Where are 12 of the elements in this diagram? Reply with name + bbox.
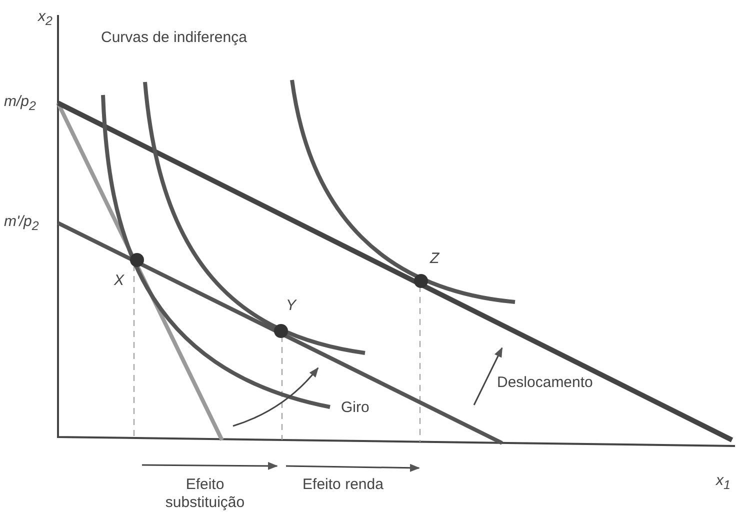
annotation-text: Curvas de indiferença bbox=[101, 29, 247, 47]
point-label: Z bbox=[430, 250, 440, 268]
annotation-text: Giro bbox=[341, 399, 370, 417]
point-label: Y bbox=[286, 297, 296, 315]
axis-value-label: m'/p$_{2}$ bbox=[4, 213, 39, 234]
axis-label: x$_{1}$ bbox=[716, 472, 730, 493]
axis-value-label: m/p$_{2}$ bbox=[4, 93, 36, 114]
annotation-text: Deslocamento bbox=[497, 374, 593, 392]
point-label: X bbox=[114, 272, 124, 290]
annotation-text: Efeito renda bbox=[302, 476, 384, 494]
axis-label: x$_{2}$ bbox=[38, 8, 52, 29]
annotation-text: Efeito substituição bbox=[164, 476, 246, 512]
